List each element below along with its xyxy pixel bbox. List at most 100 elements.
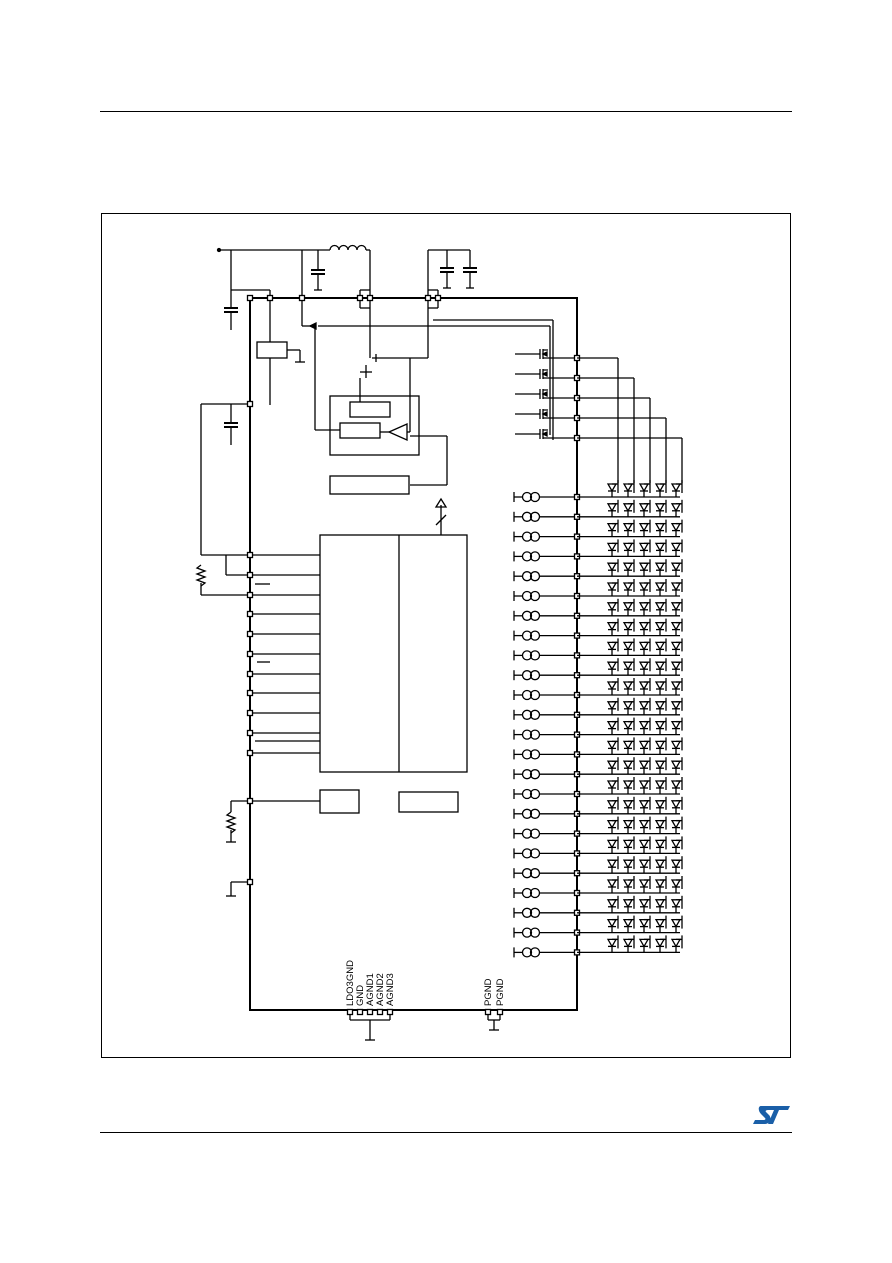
led-icon [638, 661, 650, 671]
st-logo [753, 1106, 790, 1124]
led-icon [622, 621, 634, 631]
current-sink-icon [521, 491, 533, 503]
led-icon [654, 760, 666, 770]
led-icon [638, 800, 650, 810]
ic-pin [346, 1008, 354, 1016]
ground-pin-label: PGND [483, 978, 494, 1006]
led-icon [654, 522, 666, 532]
current-sink-icon [521, 769, 533, 780]
inductor [329, 244, 367, 251]
led-icon [622, 562, 634, 572]
ic-pin [246, 709, 254, 717]
switch-arrow [541, 390, 548, 398]
reference-block [349, 401, 391, 418]
led-icon [606, 819, 618, 829]
led-icon [654, 839, 666, 849]
ic-pin [246, 797, 254, 805]
led-icon [654, 562, 666, 572]
led-icon [670, 483, 682, 493]
footer-rule [100, 1132, 792, 1133]
led-icon [622, 602, 634, 612]
led-icon [670, 661, 682, 671]
led-icon [670, 542, 682, 552]
led-icon [622, 740, 634, 750]
led-icon [622, 780, 634, 790]
led-icon [670, 879, 682, 889]
led-icon [622, 483, 634, 493]
led-icon [606, 800, 618, 810]
led-icon [654, 899, 666, 909]
led-icon [654, 582, 666, 592]
oscillator-block [329, 475, 410, 495]
led-icon [606, 522, 618, 532]
led-icon [606, 582, 618, 592]
led-icon [606, 720, 618, 730]
ground-pin-label: AGND2 [375, 973, 386, 1006]
led-icon [654, 503, 666, 513]
led-icon [654, 621, 666, 631]
led-icon [638, 522, 650, 532]
led-icon [606, 602, 618, 612]
led-icon [606, 938, 618, 948]
led-icon [606, 740, 618, 750]
current-sink-icon [521, 887, 533, 899]
led-icon [654, 720, 666, 730]
ic-pin [246, 571, 254, 579]
led-icon [638, 760, 650, 770]
led-icon [654, 483, 666, 493]
current-sink-icon [521, 947, 533, 958]
current-sink-icon [521, 590, 533, 602]
ic-pins-top [266, 294, 442, 302]
led-icon [622, 503, 634, 513]
led-icon [670, 503, 682, 513]
led-icon [622, 800, 634, 810]
ic-pin [246, 749, 254, 757]
led-icon [670, 780, 682, 790]
led-icon [670, 740, 682, 750]
led-icon [670, 621, 682, 631]
led-icon [606, 621, 618, 631]
ic-pin [376, 1008, 384, 1016]
ic-pin [246, 878, 254, 886]
led-icon [622, 839, 634, 849]
current-sink-icon [521, 610, 533, 621]
led-icon [606, 879, 618, 889]
led-icon [638, 602, 650, 612]
current-sink-icon [521, 868, 533, 879]
ground-pin-label: AGND1 [365, 973, 376, 1006]
led-icon [638, 859, 650, 869]
ic-pin [386, 1008, 394, 1016]
led-icon [638, 879, 650, 889]
led-icon [638, 582, 650, 592]
comparator [387, 422, 408, 442]
ic-pin [484, 1008, 492, 1016]
led-icon [670, 720, 682, 730]
led-icon [638, 839, 650, 849]
error-amp-block [339, 422, 381, 439]
led-icon [654, 819, 666, 829]
led-icon [606, 918, 618, 928]
led-icon [606, 780, 618, 790]
led-icon [622, 522, 634, 532]
led-icon [622, 938, 634, 948]
ic-pin [246, 551, 254, 559]
led-icon [606, 760, 618, 770]
led-icon [654, 602, 666, 612]
led-icon [638, 740, 650, 750]
ic-pin [246, 689, 254, 697]
resistor-iset [225, 811, 237, 834]
led-icon [670, 701, 682, 711]
led-icon [670, 918, 682, 928]
led-icon [654, 859, 666, 869]
led-icon [654, 740, 666, 750]
current-sink-icon [521, 670, 533, 681]
current-sink-icon [521, 828, 533, 839]
figure-frame [101, 213, 791, 1058]
led-icon [622, 701, 634, 711]
current-sink-icon [521, 551, 533, 562]
current-sink-icon [521, 630, 533, 641]
led-icon [606, 899, 618, 909]
switch-arrow [541, 350, 548, 358]
ic-pin [424, 294, 432, 302]
led-icon [670, 938, 682, 948]
